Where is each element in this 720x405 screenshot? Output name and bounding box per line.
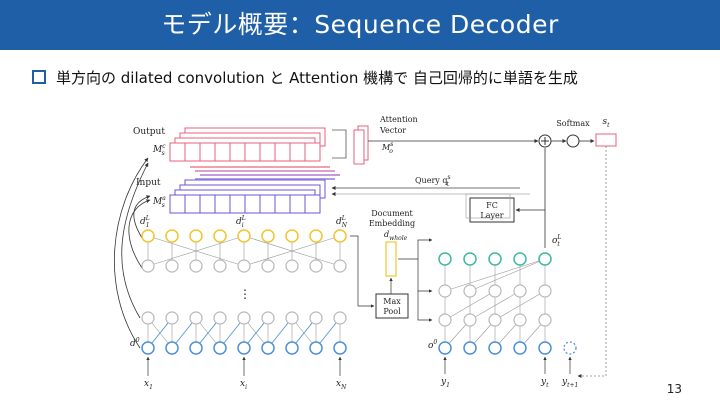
attention-bands [190,166,340,180]
input-matrix [169,179,326,214]
input-label: Input [136,178,161,188]
attention-vector-label-2: Vector [379,126,406,135]
bullet-row: 単方向の dilated convolution と Attention 機構で… [32,66,578,88]
residual-arrows [114,157,151,349]
st-label: st [602,117,610,129]
yt1-label: yt+1 [561,377,578,389]
page-title: モデル概要：Sequence Decoder [161,10,559,39]
dwhole-label: dwhole [384,230,408,242]
output-token-box [595,133,617,147]
encoder-network [141,229,347,376]
yt-label: yt [540,377,549,389]
square-bullet-icon [32,70,46,84]
title-bar: モデル概要：Sequence Decoder [0,0,720,50]
attention-vector [332,125,369,165]
softmax-label: Softmax [556,119,590,128]
xn-label: xN [336,379,347,391]
bullet-text: 単方向の dilated convolution と Attention 機構で… [56,68,578,87]
fc-label: FC [486,201,498,210]
doc-embedding-label-2: Embedding [369,219,415,228]
maxpool-label-1: Max [383,297,401,306]
d0-label: d0 [130,337,140,349]
xi-label: xi [240,379,247,391]
x1-label: x1 [144,379,153,391]
maxpool-box [375,293,409,319]
output-label: Output [133,127,165,137]
fc-layer-label: Layer [480,211,503,220]
document-embedding-vector [385,241,397,277]
doc-embedding-label-1: Document [371,209,413,218]
maxpool-label-2: Pool [383,307,401,316]
attention-vector-label-1: Attention [379,115,418,124]
output-matrix [169,127,326,162]
layers-ellipsis: ⋮ [239,287,251,301]
softmax-node [566,134,580,148]
page-number: 13 [666,382,682,396]
y1-label: y1 [440,377,450,389]
decoder-network [438,252,577,374]
o0-label: o0 [428,339,437,351]
